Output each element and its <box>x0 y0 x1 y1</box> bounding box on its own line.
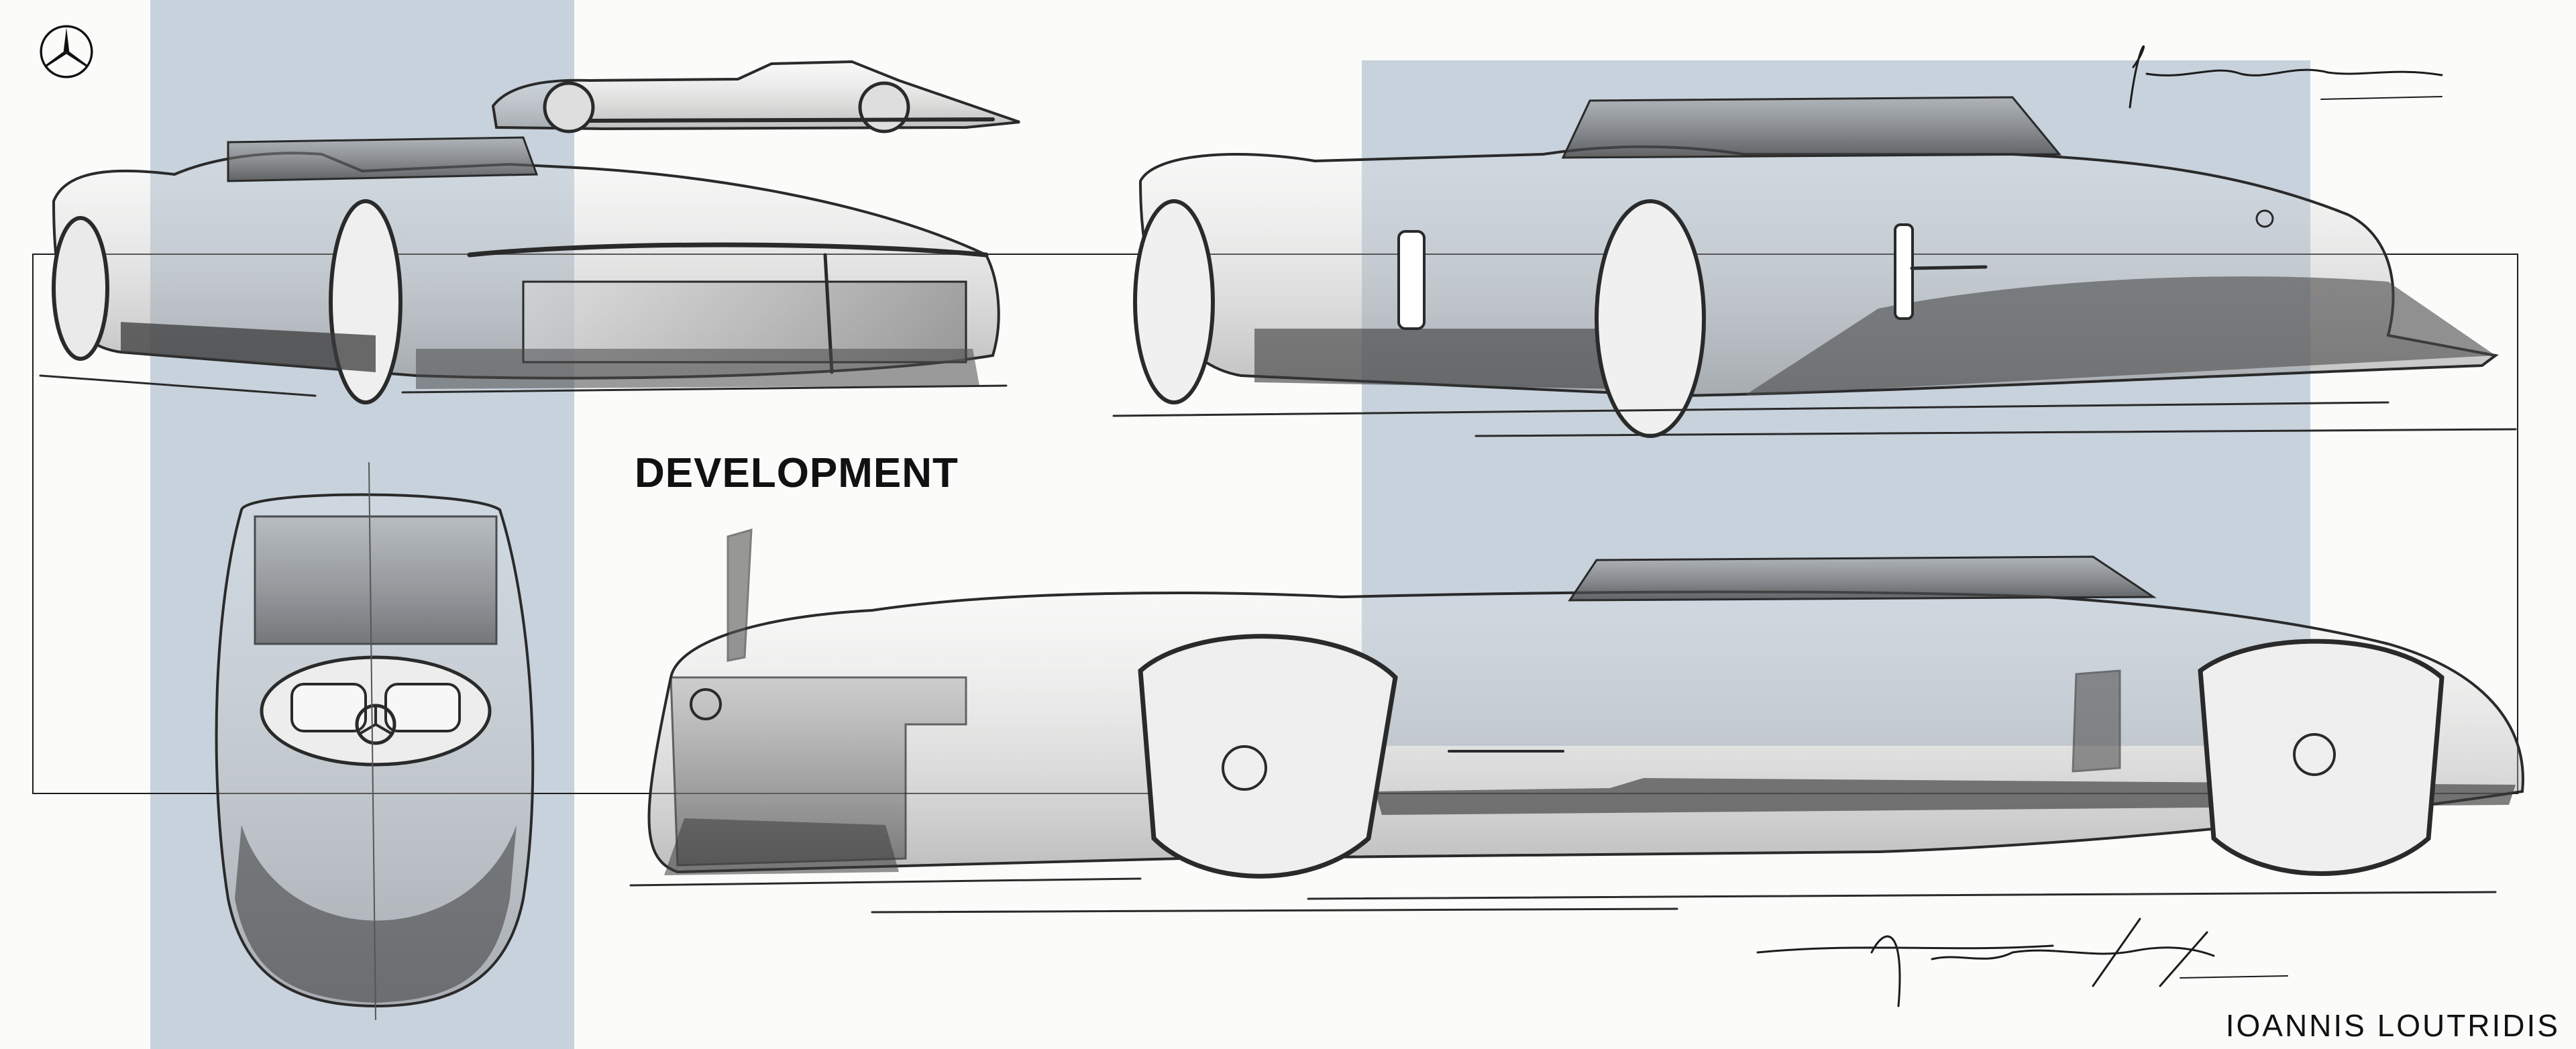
page-title: DEVELOPMENT <box>635 450 959 496</box>
signature-top-right <box>2129 45 2443 109</box>
mercedes-star-icon <box>40 25 93 78</box>
signature-bottom-right <box>1756 918 2288 1007</box>
front-three-quarter-view <box>39 136 1008 404</box>
rear-three-quarter-view <box>1112 96 2517 438</box>
small-side-profile-view <box>491 60 1020 133</box>
top-plan-view <box>215 462 535 1020</box>
main-side-view <box>629 528 2524 914</box>
designer-name: IOANNIS LOUTRIDIS <box>2225 1008 2560 1043</box>
